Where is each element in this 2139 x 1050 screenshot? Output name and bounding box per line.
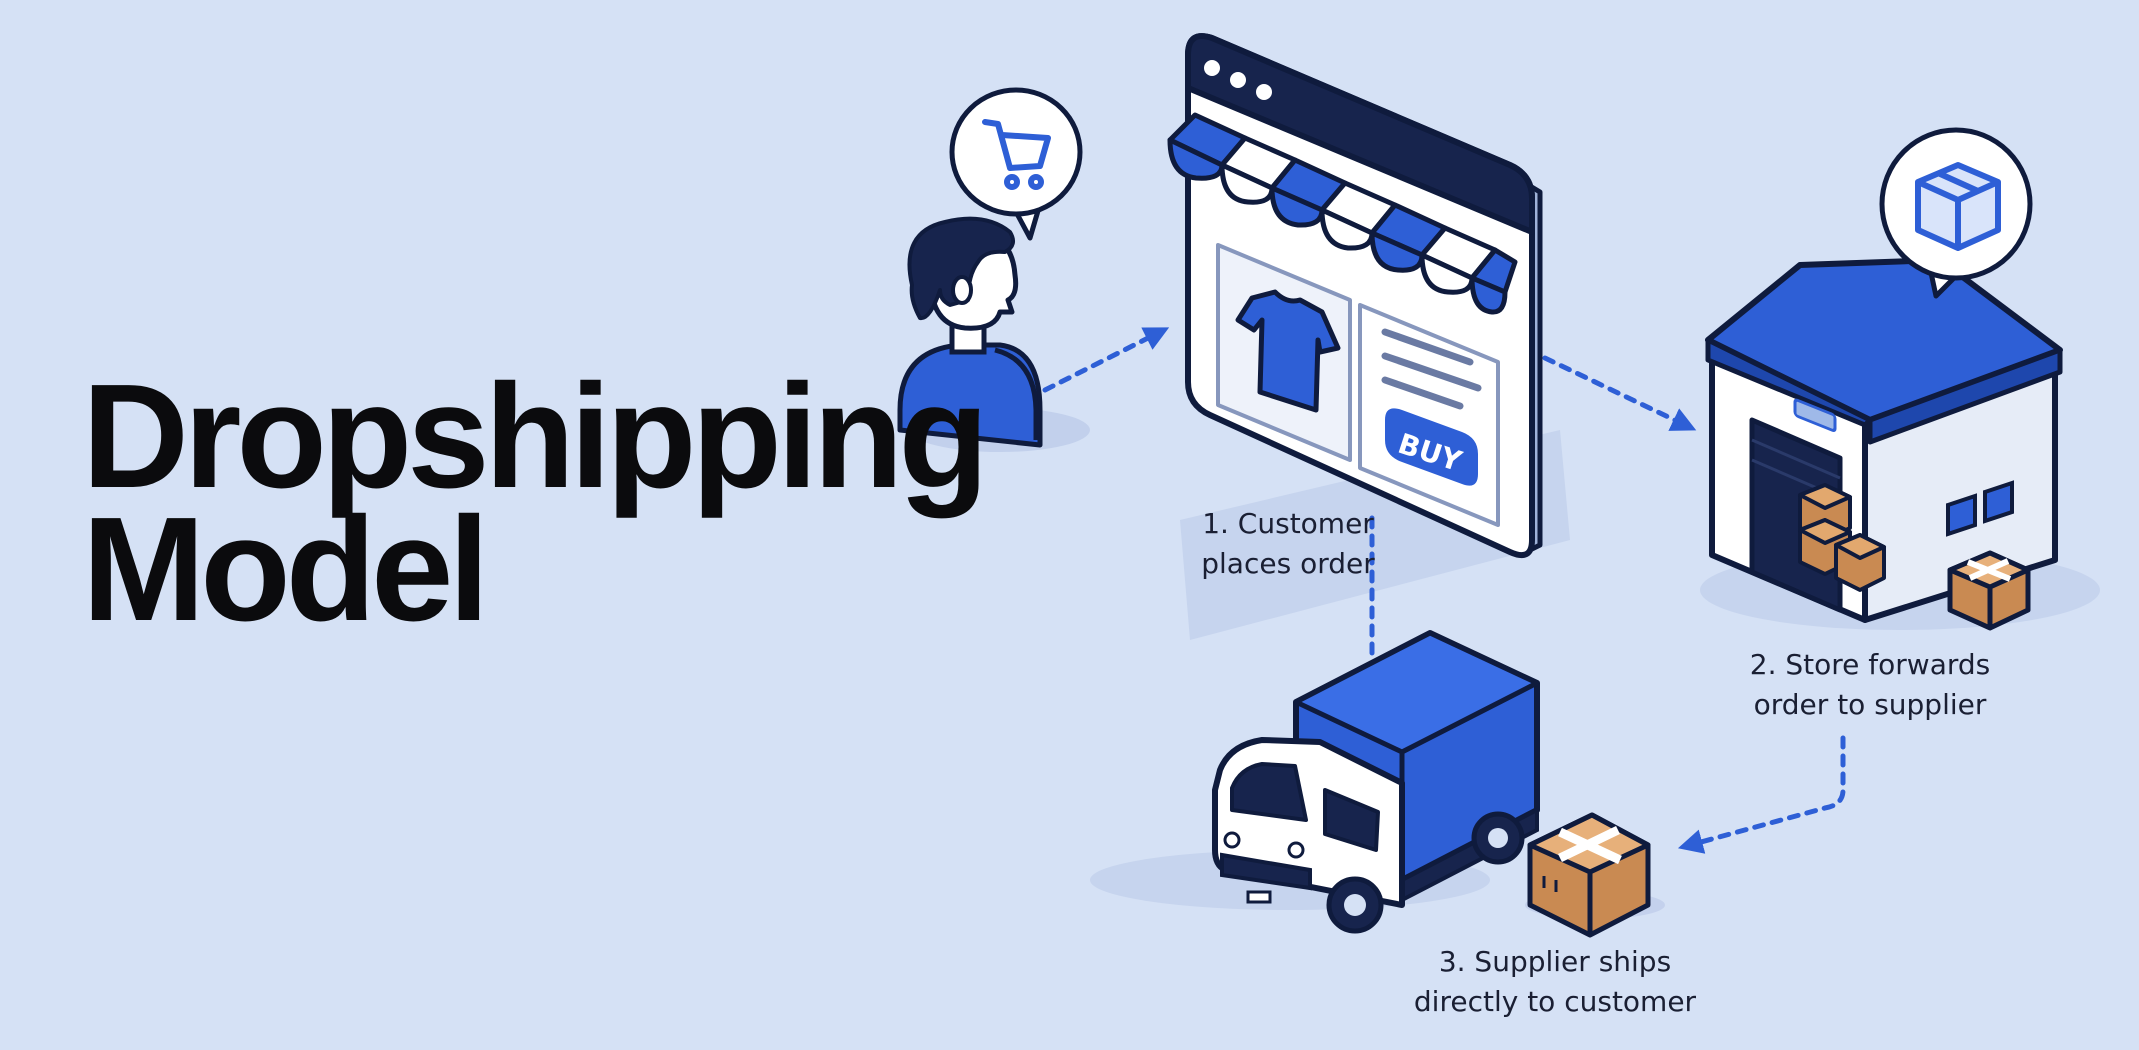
title-line-1: Dropshipping — [82, 354, 989, 519]
window-dot-icon — [1230, 72, 1246, 88]
shopping-cart-icon — [982, 119, 1051, 190]
truck-wheel — [1326, 876, 1384, 934]
package-icon — [1915, 162, 2001, 251]
page-title: Dropshipping Model — [82, 354, 989, 652]
cardboard-box — [1947, 550, 2031, 631]
truck-wheel — [1471, 811, 1525, 865]
step-3-label: 3. Supplier ships directly to customer — [1395, 942, 1715, 1022]
window-dot-icon — [1204, 60, 1220, 76]
arrow-store-to-warehouse — [1542, 355, 1697, 431]
step-1-line-2: places order — [1201, 547, 1375, 580]
arrow-warehouse-to-truck — [1677, 735, 1846, 854]
flow-arrows — [1042, 327, 1846, 854]
package-speech-bubble — [1879, 127, 2033, 299]
customer-figure — [897, 216, 1090, 452]
title-line-2: Model — [82, 487, 490, 652]
product-description-lines — [1381, 328, 1482, 410]
delivery-truck — [1090, 630, 1540, 934]
step-3-line-1: 3. Supplier ships — [1438, 945, 1672, 978]
step-2-line-1: 2. Store forwards — [1749, 648, 1991, 681]
online-store-window: BUY — [1167, 33, 1570, 640]
supplier-warehouse — [1700, 257, 2100, 631]
window-dot-icon — [1256, 84, 1272, 100]
step-1-label: 1. Customer places order — [1148, 504, 1428, 584]
step-2-label: 2. Store forwards order to supplier — [1720, 645, 2020, 725]
shop-awning — [1167, 112, 1518, 315]
step-3-line-2: directly to customer — [1413, 985, 1697, 1018]
shipping-box — [1525, 812, 1665, 938]
step-2-line-2: order to supplier — [1753, 688, 1987, 721]
t-shirt-icon — [1235, 289, 1341, 413]
stacked-boxes — [1798, 483, 1886, 592]
cart-speech-bubble — [949, 87, 1083, 241]
arrow-customer-to-store — [1042, 327, 1170, 393]
step-1-line-1: 1. Customer — [1202, 507, 1374, 540]
